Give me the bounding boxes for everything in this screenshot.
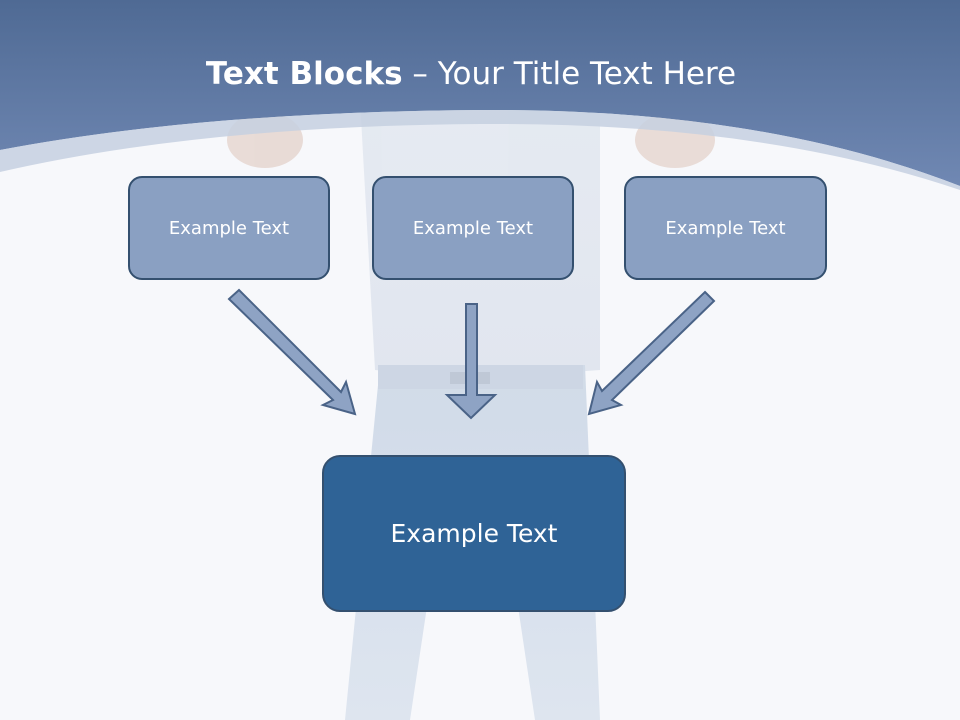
text-block-label: Example Text	[665, 217, 786, 239]
arrow-right-diagonal	[587, 290, 716, 416]
header-band	[0, 0, 960, 186]
arrow-left-diagonal	[227, 288, 357, 416]
text-block-label: Example Text	[390, 519, 558, 548]
title-rest: – Your Title Text Here	[402, 56, 737, 92]
arrow-center-down	[444, 303, 498, 420]
text-block-top-right[interactable]: Example Text	[624, 176, 827, 280]
text-block-top-left[interactable]: Example Text	[128, 176, 330, 280]
text-block-top-center[interactable]: Example Text	[372, 176, 574, 280]
header-curve-line	[0, 109, 960, 190]
slide-title: Text Blocks – Your Title Text Here	[0, 52, 942, 96]
text-block-bottom-main[interactable]: Example Text	[322, 455, 626, 612]
text-block-label: Example Text	[168, 217, 290, 239]
title-bold: Text Blocks	[205, 56, 403, 92]
text-block-label: Example Text	[412, 217, 534, 239]
